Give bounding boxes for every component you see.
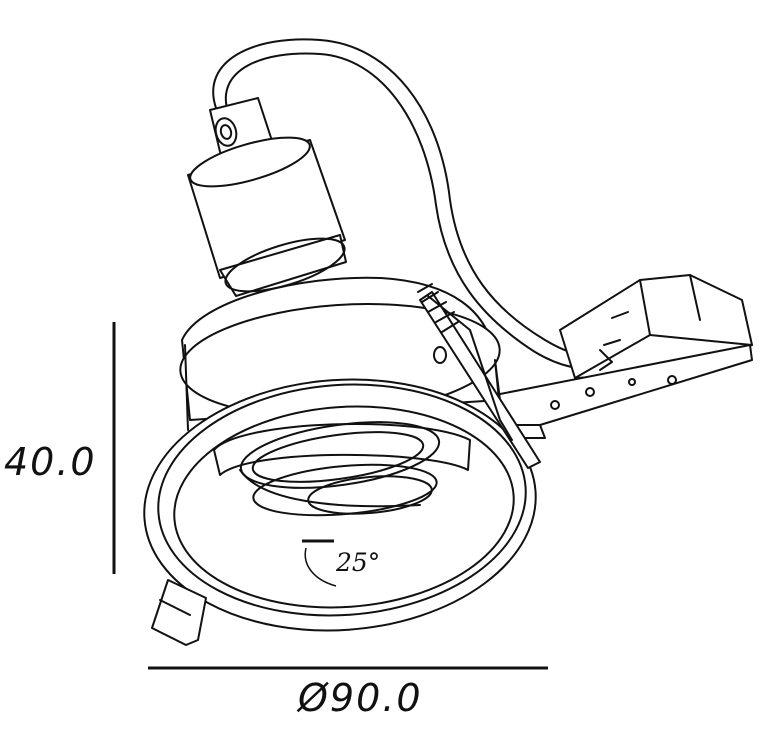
cable <box>212 38 606 370</box>
spring-clip-left <box>151 579 207 646</box>
tilt-angle-indicator <box>302 539 337 587</box>
lamp-socket <box>187 97 347 297</box>
spring-clip-right <box>417 283 541 469</box>
diameter-dimension-label: Ø90.0 <box>298 676 423 720</box>
tilt-angle-label: 25° <box>336 548 381 577</box>
gimbal-rings <box>213 421 471 517</box>
height-dimension-label: 40.0 <box>4 440 97 484</box>
